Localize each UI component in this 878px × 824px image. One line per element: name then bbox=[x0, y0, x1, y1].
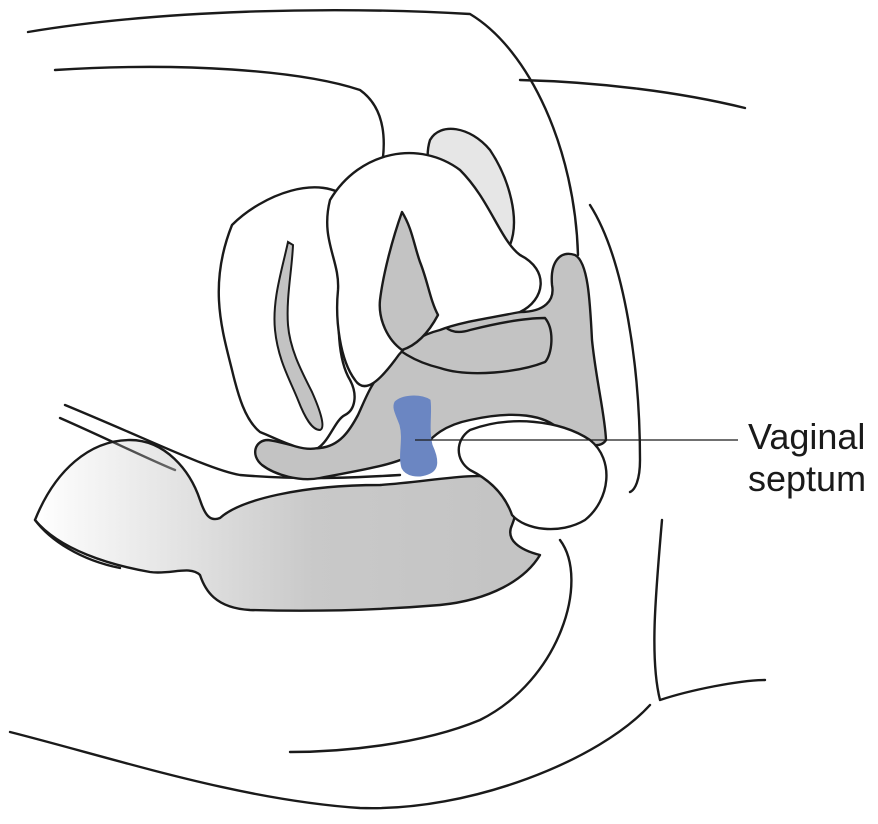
vaginal-septum-label: Vaginal septum bbox=[748, 416, 866, 500]
peritoneal-line bbox=[55, 67, 384, 205]
label-line-2: septum bbox=[748, 458, 866, 500]
label-line-1: Vaginal bbox=[748, 416, 866, 458]
mons-outline bbox=[520, 80, 745, 108]
perineum-skin-outline bbox=[654, 520, 765, 700]
buttock-outer-outline bbox=[10, 705, 650, 808]
